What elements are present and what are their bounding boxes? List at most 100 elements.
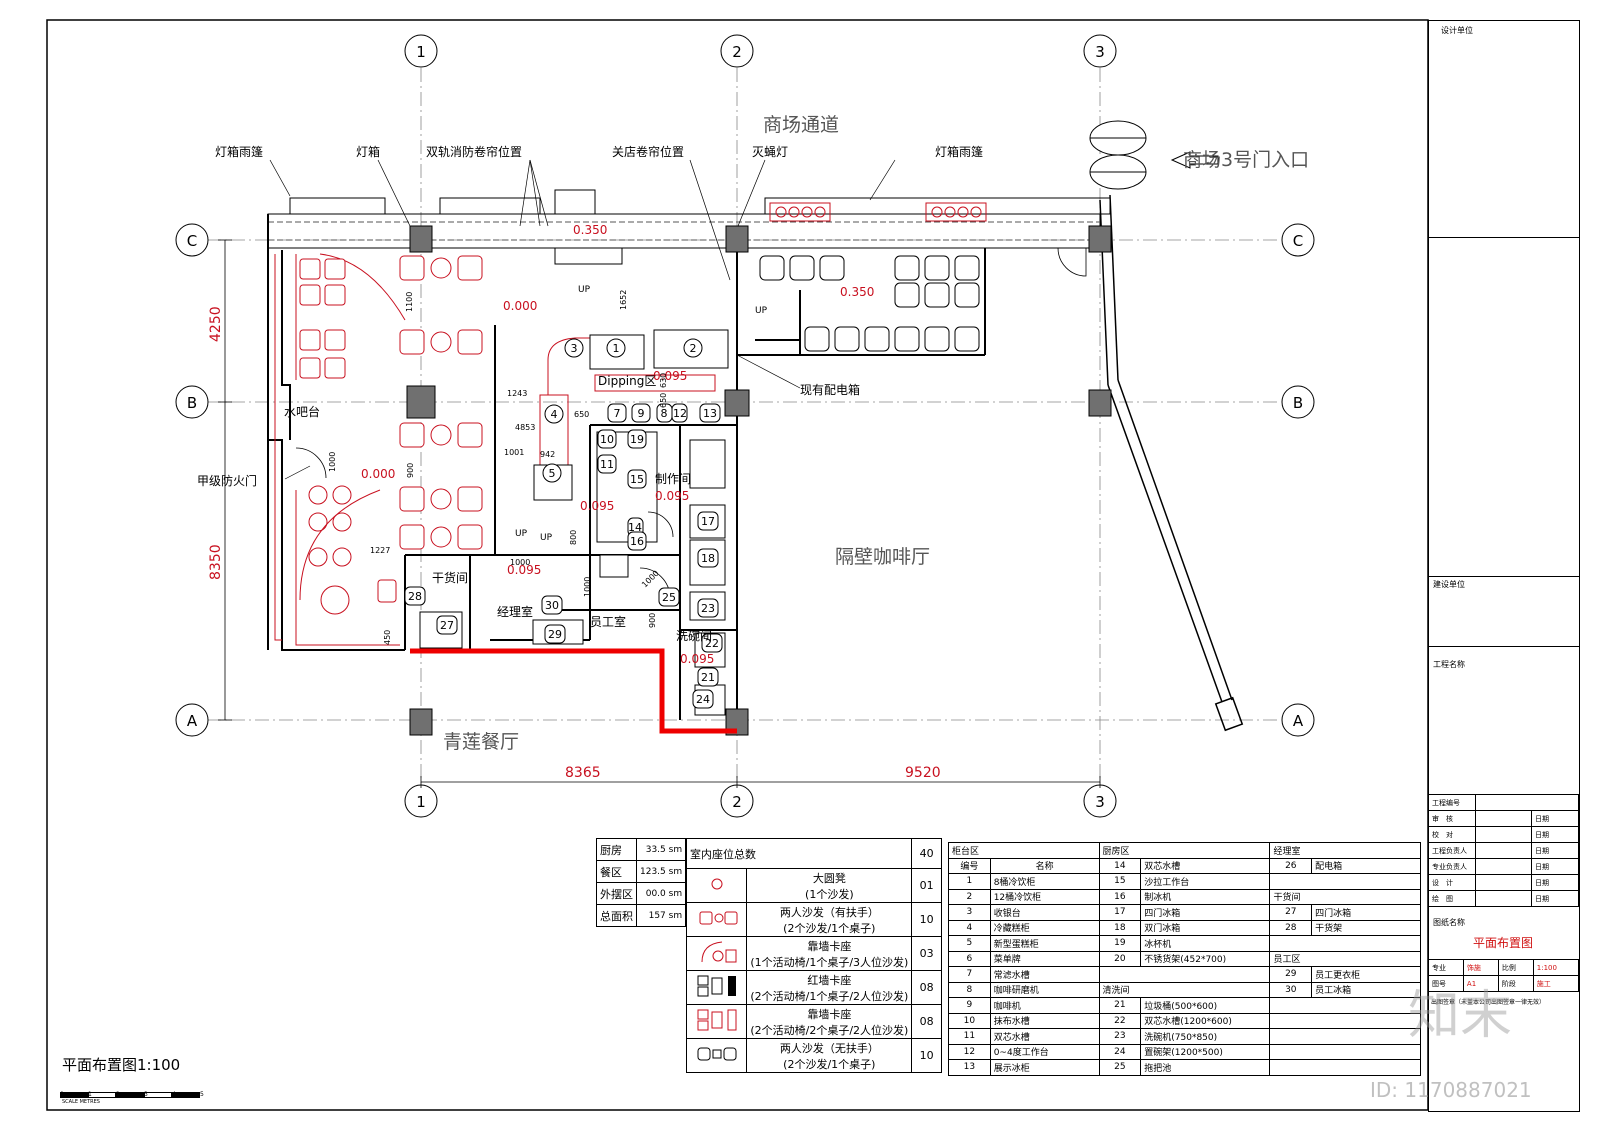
sig-label: 校 对 xyxy=(1428,826,1476,843)
equip-name: 12桶冷饮柜 xyxy=(989,888,1100,905)
dim-630: 630 xyxy=(659,373,668,388)
level-3: 0.000 xyxy=(361,467,395,481)
area-value: 00.0 sm xyxy=(635,882,687,905)
equip-num-19: 19 xyxy=(630,433,644,446)
watermark-logo: 知末 xyxy=(1408,986,1513,1046)
label-up-3: UP xyxy=(515,529,528,539)
area-name: 餐区 xyxy=(596,860,637,883)
seat-count: 10 xyxy=(911,1038,942,1073)
dim-650a: 650 xyxy=(574,410,589,419)
equip-no: 3 xyxy=(948,904,991,921)
equip-name: 双芯水槽 xyxy=(989,1028,1100,1045)
equip-no: 27 xyxy=(1269,904,1313,921)
area-name: 外摆区 xyxy=(596,882,637,905)
dim-1243: 1243 xyxy=(507,389,527,398)
equip-num-10: 10 xyxy=(600,433,614,446)
equip-name: 冷藏糕柜 xyxy=(989,919,1100,936)
equip-num-30: 30 xyxy=(545,599,559,612)
equip-num-14: 14 xyxy=(628,521,642,534)
sig-label: 设 计 xyxy=(1428,874,1476,891)
seat-count: 01 xyxy=(911,868,942,903)
equip-name: 干货架 xyxy=(1311,919,1421,936)
scale-tick-3: 3 xyxy=(144,1091,148,1098)
stage-label: 阶段 xyxy=(1497,975,1534,992)
seat-desc-line2: (1个沙发) xyxy=(805,887,854,901)
scale-tick-2: 2 xyxy=(116,1091,120,1098)
sheet-label: 图号 xyxy=(1428,975,1464,992)
empty-cell xyxy=(1475,826,1532,843)
equip-no: 8 xyxy=(948,981,991,998)
equip-name: 菜单牌 xyxy=(989,950,1100,967)
section-dry: 干货间 xyxy=(1269,888,1421,905)
equip-name: 常滤水槽 xyxy=(989,966,1100,983)
wall-booth-icon xyxy=(701,941,737,963)
sig-date: 日期 xyxy=(1531,890,1579,907)
empty-cell xyxy=(1269,1059,1421,1076)
scale-caption: SCALE METRES xyxy=(62,1099,100,1105)
empty-cell xyxy=(1269,997,1421,1014)
watermark-id: ID: 1170887021 xyxy=(1370,1078,1532,1102)
equip-no: 15 xyxy=(1098,873,1142,890)
area-value: 157 sm xyxy=(635,904,687,927)
equip-num-23: 23 xyxy=(701,602,715,615)
sig-label: 专业负责人 xyxy=(1428,858,1476,875)
grid-label-3-top: 3 xyxy=(1095,43,1105,61)
seat-desc-line1: 两人沙发（有扶手） xyxy=(779,905,879,919)
equip-no: 23 xyxy=(1098,1028,1142,1045)
sig-date: 日期 xyxy=(1531,826,1579,843)
level-8: 0.095 xyxy=(507,563,541,577)
equip-num-25: 25 xyxy=(662,591,676,604)
major-value: 饰施 xyxy=(1462,959,1499,976)
area-value: 123.5 sm xyxy=(635,860,687,883)
equip-num-7: 7 xyxy=(614,407,621,420)
stage-value: 施工 xyxy=(1532,975,1580,992)
equip-num-2: 2 xyxy=(690,342,697,355)
build-unit-label: 建设单位 xyxy=(1433,580,1465,589)
equip-no: 18 xyxy=(1098,919,1142,936)
sig-date: 日期 xyxy=(1531,842,1579,859)
label-dish-room: 洗碗间 xyxy=(676,628,712,643)
seat-table: 室内座位总数 40 大圆凳(1个沙发) 01 两人沙发（有扶手）(2个沙发/1个… xyxy=(685,838,942,1073)
empty-cell xyxy=(1269,1043,1421,1060)
equip-num-3: 3 xyxy=(571,342,578,355)
equip-num-24: 24 xyxy=(696,693,710,706)
level-4: 0.350 xyxy=(840,285,874,299)
label-manager-room: 经理室 xyxy=(497,604,533,619)
project-name-label: 工程名称 xyxy=(1433,660,1465,669)
dim-1100: 1100 xyxy=(405,292,414,312)
empty-cell xyxy=(1475,858,1532,875)
entrance-arrow-icon xyxy=(1170,151,1219,169)
grid-label-2-bottom: 2 xyxy=(732,793,742,811)
area-name: 总面积 xyxy=(596,904,637,927)
equip-name: 双门冰箱 xyxy=(1140,919,1271,936)
label-water-bar: 水吧台 xyxy=(284,404,320,419)
equip-name: 员工更衣柜 xyxy=(1311,966,1421,983)
equip-num-12: 12 xyxy=(673,407,687,420)
sig-date: 日期 xyxy=(1531,810,1579,827)
equip-name: 咖啡研磨机 xyxy=(989,981,1100,998)
label-next-cafe: 隔壁咖啡厅 xyxy=(835,546,930,568)
empty-cell xyxy=(1269,873,1421,890)
scale-value: 1:100 xyxy=(1532,959,1580,976)
level-1: 0.350 xyxy=(573,223,607,237)
label-close-shutter: 关店卷帘位置 xyxy=(612,144,684,159)
seat-desc-line1: 靠墙卡座 xyxy=(807,1007,852,1021)
sig-label: 审 核 xyxy=(1428,810,1476,827)
seat-desc: 大圆凳(1个沙发) xyxy=(746,868,913,903)
equip-name: 冰杯机 xyxy=(1140,935,1271,952)
scale-tick-0: 0 xyxy=(60,1091,64,1098)
equip-no: 29 xyxy=(1269,966,1313,983)
equip-name: 8桶冷饮柜 xyxy=(989,873,1100,890)
label-fly-lamp: 灭蝇灯 xyxy=(752,145,788,159)
empty-cell xyxy=(1475,810,1532,827)
seat-desc: 两人沙发（无扶手）(2个沙发/1个桌子) xyxy=(746,1038,913,1073)
equip-name: 置碗架(1200*500) xyxy=(1140,1043,1271,1060)
sig-label: 工程负责人 xyxy=(1428,842,1476,859)
seat-icon-cell xyxy=(685,902,748,937)
area-name: 厨房 xyxy=(596,838,637,861)
major-label: 专业 xyxy=(1428,959,1464,976)
equip-no: 28 xyxy=(1269,919,1313,936)
seat-desc-line1: 靠墙卡座 xyxy=(807,939,852,953)
equip-num-8: 8 xyxy=(661,407,668,420)
seat-desc-line1: 两人沙发（无扶手） xyxy=(779,1041,879,1055)
